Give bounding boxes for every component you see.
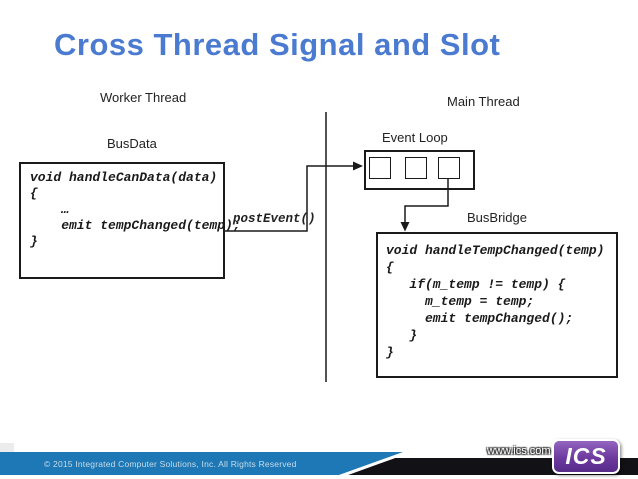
busbridge-label: BusBridge bbox=[467, 210, 527, 225]
busdata-code-box: void handleCanData(data) { … emit tempCh… bbox=[19, 162, 241, 279]
event-queue-slot bbox=[405, 157, 427, 179]
right-arrowhead-icon bbox=[353, 161, 363, 171]
website-link[interactable]: www.ics.com bbox=[487, 445, 551, 457]
page-title: Cross Thread Signal and Slot bbox=[54, 27, 501, 62]
event-queue-slot bbox=[438, 157, 460, 179]
worker-thread-label: Worker Thread bbox=[100, 90, 187, 105]
event-loop-label: Event Loop bbox=[382, 130, 448, 145]
event-loop-box bbox=[364, 150, 475, 190]
busbridge-code-box: void handleTempChanged(temp) { if(m_temp… bbox=[376, 232, 618, 378]
postevent-label: postEvent() bbox=[233, 212, 316, 226]
copyright-text: © 2015 Integrated Computer Solutions, In… bbox=[44, 459, 297, 469]
footer-left-notch bbox=[0, 443, 14, 452]
main-thread-label: Main Thread bbox=[447, 94, 520, 109]
ics-logo: ICS bbox=[552, 439, 620, 474]
busdata-label: BusData bbox=[107, 136, 157, 151]
event-queue-slot bbox=[369, 157, 391, 179]
down-arrowhead-icon bbox=[400, 222, 410, 232]
footer-blue-bar bbox=[0, 452, 403, 475]
ics-logo-text: ICS bbox=[565, 443, 607, 469]
